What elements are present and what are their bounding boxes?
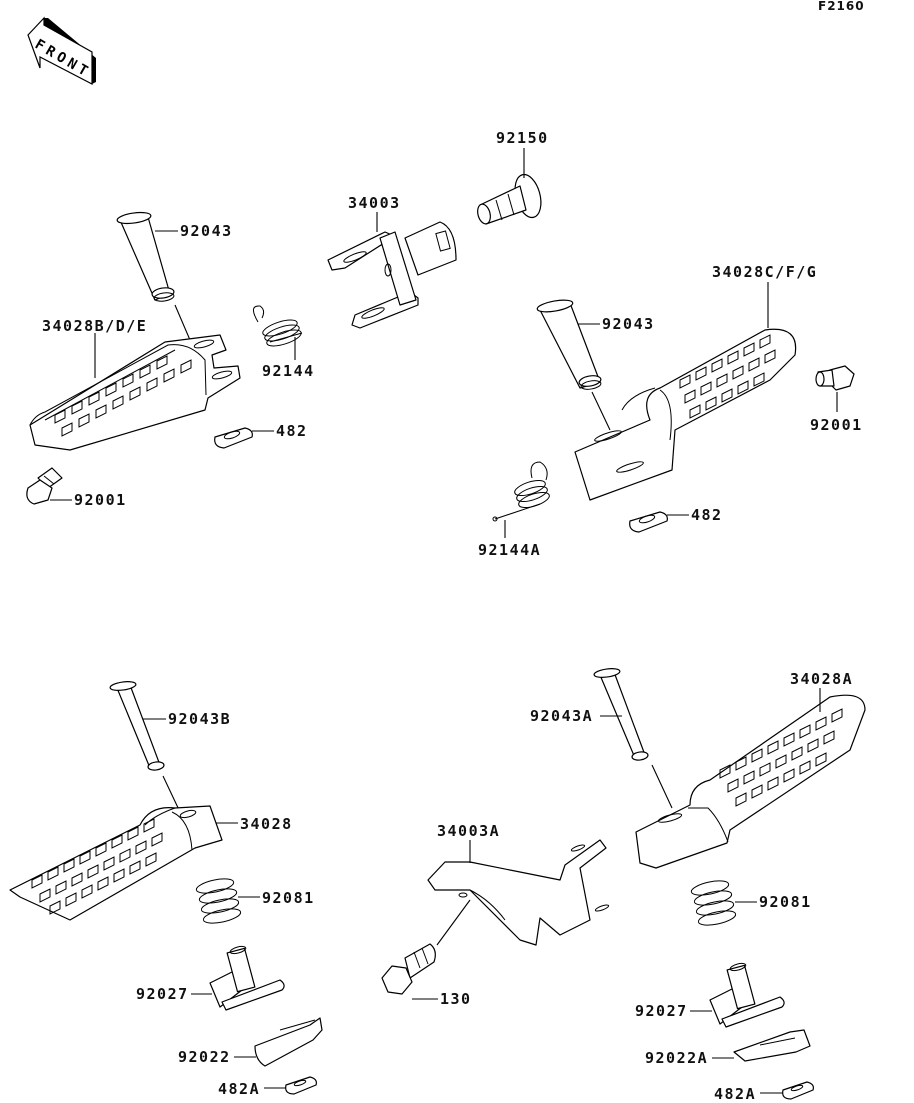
rider-right-washer <box>629 511 668 533</box>
passenger-left-footpeg-tread <box>31 818 163 915</box>
passenger-left-footpeg <box>9 805 223 921</box>
diagram-code: F2160 <box>818 0 865 13</box>
passenger-left-spring <box>195 878 242 924</box>
rider-left-footpeg-tread <box>54 355 192 437</box>
passenger-left-ball <box>254 1017 323 1067</box>
rider-left-footpeg <box>29 334 241 451</box>
label-34003: 34003 <box>348 194 401 212</box>
label-92144: 92144 <box>262 362 315 380</box>
rider-left-washer <box>214 427 253 449</box>
label-34028a: 34028A <box>790 670 853 688</box>
label-92043-left: 92043 <box>180 222 233 240</box>
rider-left-pin <box>116 211 175 302</box>
label-482a-left: 482A <box>218 1080 260 1098</box>
front-arrow-icon: FRONT <box>27 16 96 85</box>
passenger-left-pin <box>109 681 165 771</box>
passenger-right-holder <box>709 962 785 1028</box>
label-92001-left: 92001 <box>74 491 127 509</box>
label-92043a: 92043A <box>530 707 593 725</box>
label-92081-left: 92081 <box>262 889 315 907</box>
label-92081-right: 92081 <box>759 893 812 911</box>
label-482a-right: 482A <box>714 1085 756 1103</box>
rider-right-footpeg <box>574 328 797 501</box>
label-92027-right: 92027 <box>635 1002 688 1020</box>
passenger-right-pin <box>593 668 649 761</box>
label-34028c-f-g: 34028C/F/G <box>712 263 817 281</box>
label-92022a: 92022A <box>645 1049 708 1067</box>
pivot-bolt <box>477 173 542 225</box>
label-92043-right: 92043 <box>602 315 655 333</box>
rider-right-spring <box>492 461 550 522</box>
label-34028: 34028 <box>240 815 293 833</box>
label-34003a: 34003A <box>437 822 500 840</box>
rider-right-pin <box>536 299 602 390</box>
passenger-left-holder <box>209 945 285 1011</box>
passenger-right-spring <box>690 880 737 926</box>
rider-bracket <box>327 221 457 329</box>
label-92144a: 92144A <box>478 541 541 559</box>
label-482-right: 482 <box>691 506 723 524</box>
passenger-left-washer <box>285 1076 317 1095</box>
label-92150: 92150 <box>496 129 549 147</box>
passenger-bracket <box>427 839 610 946</box>
label-130: 130 <box>440 990 472 1008</box>
label-92027-left: 92027 <box>136 985 189 1003</box>
rider-left-bolt <box>26 467 63 505</box>
passenger-right-footpeg-tread <box>719 708 843 807</box>
rider-right-footpeg-tread <box>679 334 776 419</box>
label-92043b: 92043B <box>168 710 231 728</box>
rider-left-spring <box>253 305 303 347</box>
label-92022: 92022 <box>178 1048 231 1066</box>
passenger-right-washer <box>782 1081 814 1100</box>
passenger-right-footpeg <box>635 694 866 869</box>
rider-right-bolt <box>815 365 855 391</box>
passenger-right-ball <box>733 1029 811 1062</box>
label-92001-right: 92001 <box>810 416 863 434</box>
passenger-bracket-bolt <box>381 943 436 995</box>
label-482-left: 482 <box>276 422 308 440</box>
label-34028b-d-e: 34028B/D/E <box>42 317 147 335</box>
